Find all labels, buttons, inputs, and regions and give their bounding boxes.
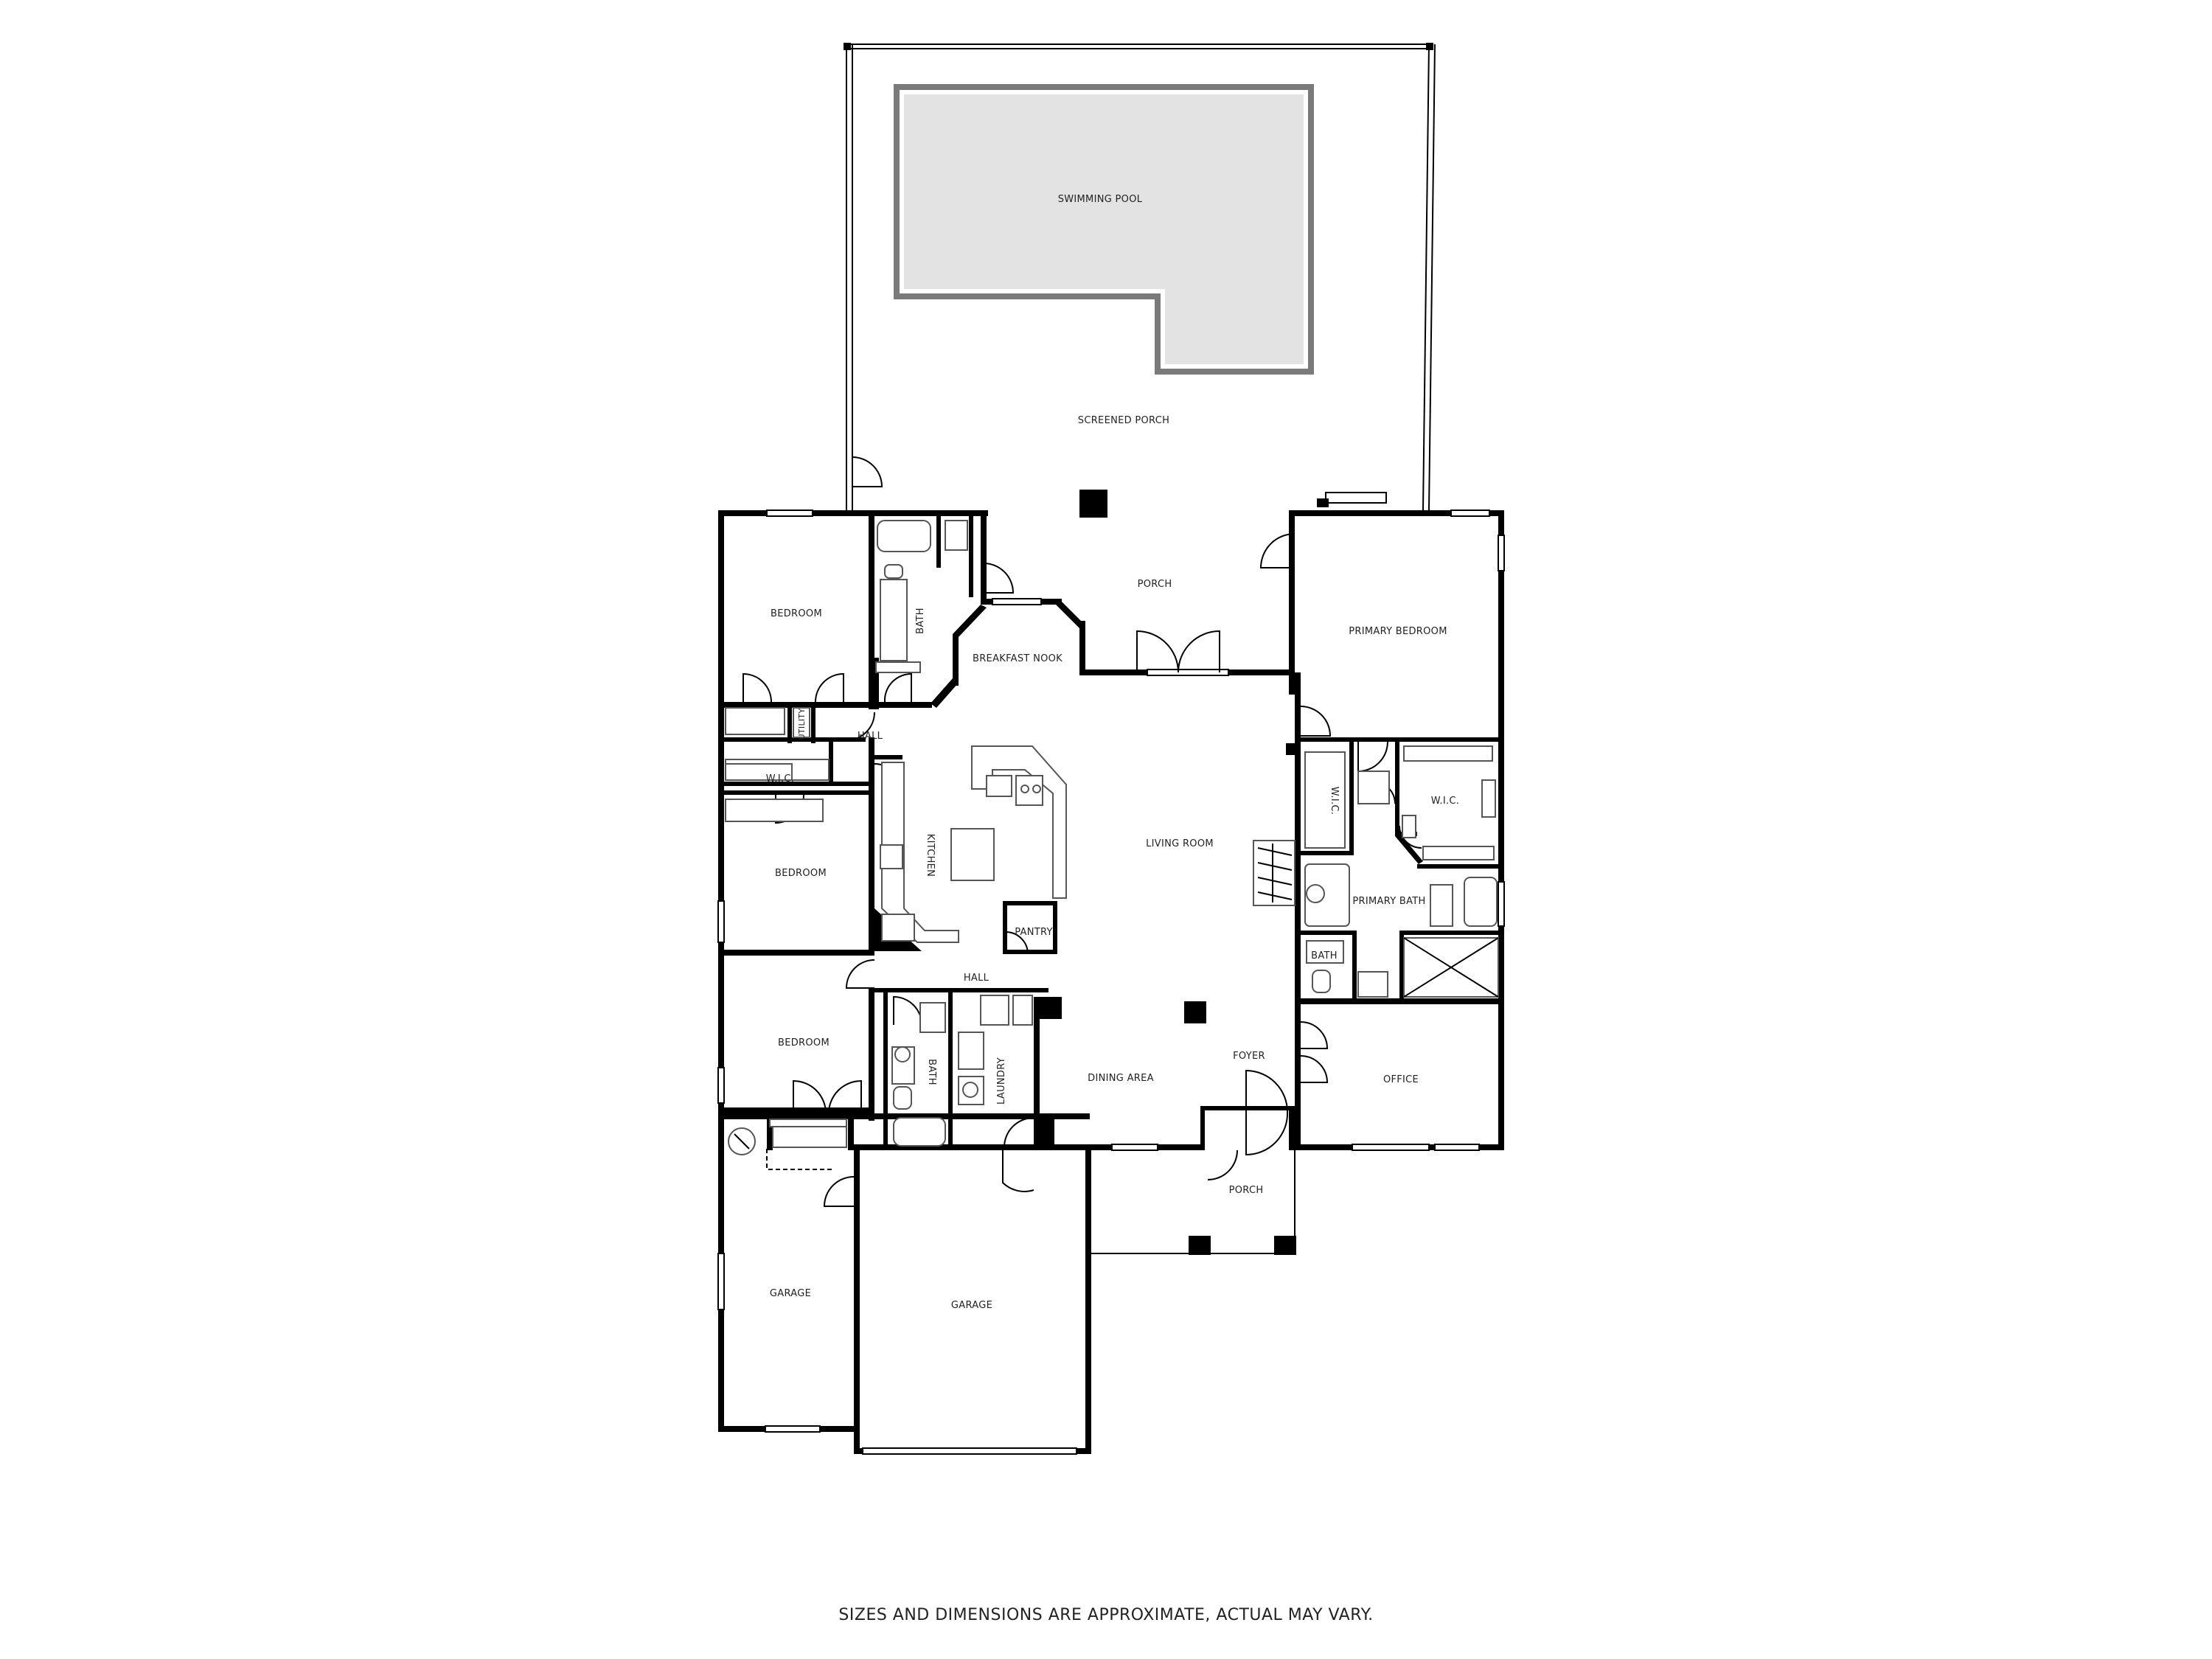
label-wic-3: W.I.C. (1431, 796, 1459, 807)
label-primary-bedroom: PRIMARY BEDROOM (1349, 626, 1447, 637)
label-garage-1: GARAGE (770, 1288, 811, 1299)
label-porch-front: PORCH (1229, 1185, 1264, 1196)
swimming-pool (894, 84, 1314, 375)
label-bedroom-1: BEDROOM (771, 608, 822, 619)
label-hall-1: HALL (858, 731, 883, 742)
label-dining-area: DINING AREA (1088, 1073, 1154, 1084)
label-garage-2: GARAGE (951, 1300, 992, 1311)
label-swimming-pool: SWIMMING POOL (1058, 194, 1143, 205)
label-wic-2: W.I.C. (1329, 787, 1340, 815)
label-office: OFFICE (1383, 1074, 1419, 1085)
label-bedroom-2: BEDROOM (775, 868, 827, 879)
label-bedroom-3: BEDROOM (778, 1037, 830, 1048)
label-foyer: FOYER (1233, 1051, 1265, 1062)
fixtures (725, 520, 1499, 1170)
label-hall-2: HALL (964, 973, 990, 984)
room-labels: SWIMMING POOL SCREENED PORCH PORCH BEDRO… (766, 194, 1459, 1311)
label-primary-bath: PRIMARY BATH (1352, 896, 1425, 907)
screened-porch (844, 43, 1436, 511)
label-utility: UTILITY (797, 709, 807, 740)
label-screened-porch: SCREENED PORCH (1078, 415, 1169, 426)
disclaimer-text: SIZES AND DIMENSIONS ARE APPROXIMATE, AC… (838, 1606, 1374, 1624)
label-pantry: PANTRY (1015, 927, 1053, 938)
label-living-room: LIVING ROOM (1146, 838, 1214, 849)
label-wic-1: W.I.C. (766, 773, 794, 785)
label-porch-rear: PORCH (1138, 579, 1172, 590)
label-laundry: LAUNDRY (996, 1057, 1007, 1105)
label-bath-1: BATH (915, 608, 926, 634)
windows (717, 509, 1505, 1455)
label-bath-3: BATH (926, 1059, 937, 1085)
label-breakfast-nook: BREAKFAST NOOK (973, 653, 1062, 664)
label-bath-2: BATH (1311, 950, 1338, 961)
label-kitchen: KITCHEN (925, 834, 936, 877)
